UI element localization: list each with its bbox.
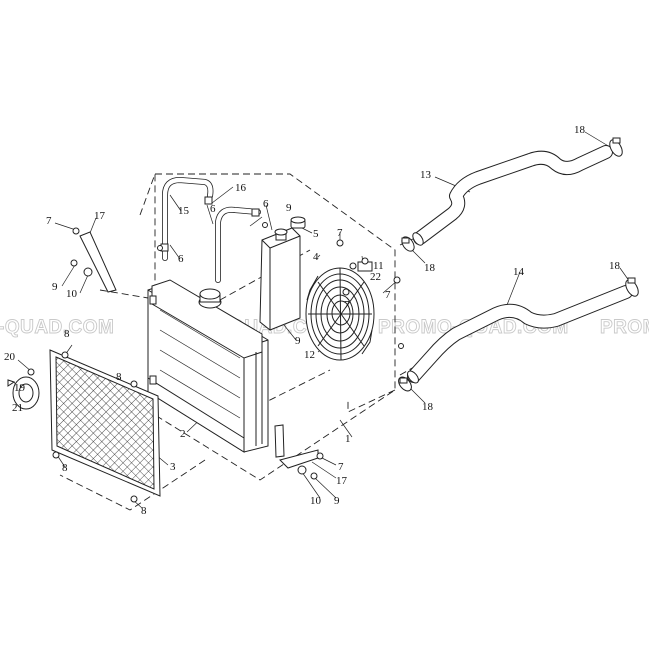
lower-radiator-hose bbox=[407, 285, 633, 384]
callout-8-radiator: 8 bbox=[116, 371, 122, 383]
callout-7-top: 7 bbox=[337, 227, 343, 239]
radiator-grille bbox=[49, 349, 161, 497]
callout-8-grille-top: 8 bbox=[64, 328, 70, 340]
overflow-tubes bbox=[160, 177, 261, 283]
callout-7-fan: 7 bbox=[344, 299, 350, 311]
callout-3: 3 bbox=[170, 461, 176, 473]
radiator-core bbox=[147, 279, 269, 453]
callout-16: 16 bbox=[235, 182, 247, 194]
callout-6-right: 6 bbox=[263, 198, 269, 210]
callout-19: 19 bbox=[14, 382, 26, 394]
fasteners bbox=[27, 222, 404, 503]
mounting-brackets bbox=[79, 231, 319, 469]
callout-15: 15 bbox=[178, 205, 190, 217]
callout-6-left: 6 bbox=[178, 253, 184, 265]
callout-12: 12 bbox=[304, 349, 315, 361]
callout-labels: 1 2 3 4 5 6 6 6 7 7 7 7 7 8 8 8 8 9 9 9 … bbox=[4, 124, 621, 517]
callout-6-middle: 6 bbox=[210, 203, 216, 215]
callout-2: 2 bbox=[180, 428, 186, 440]
callout-20: 20 bbox=[4, 351, 16, 363]
callout-22: 22 bbox=[370, 271, 381, 283]
callout-13: 13 bbox=[420, 169, 432, 181]
callout-9-fan: 9 bbox=[295, 335, 301, 347]
callout-7-right: 7 bbox=[385, 289, 391, 301]
callout-18-lower-hose: 18 bbox=[422, 401, 434, 413]
callout-9-tank: 9 bbox=[286, 202, 292, 214]
callout-18-upper-hose: 18 bbox=[424, 262, 436, 274]
callout-7-lower: 7 bbox=[338, 461, 344, 473]
callout-10-bracket: 10 bbox=[66, 288, 78, 300]
callout-18-top-right: 18 bbox=[574, 124, 586, 136]
callout-8-grille-low: 8 bbox=[62, 462, 68, 474]
watermark-far-right: PROM bbox=[600, 317, 649, 338]
callout-4: 4 bbox=[313, 251, 319, 263]
cooling-fan bbox=[305, 261, 375, 361]
horn-assembly bbox=[7, 376, 40, 410]
callout-8-grille-bottom: 8 bbox=[141, 505, 147, 517]
callout-9-bracket: 9 bbox=[52, 281, 58, 293]
callout-17-upper: 17 bbox=[94, 210, 106, 222]
reservoir-tank bbox=[259, 216, 306, 331]
callout-18-right: 18 bbox=[609, 260, 621, 272]
callout-5: 5 bbox=[313, 228, 319, 240]
callout-10-lower: 10 bbox=[310, 495, 322, 507]
hose-clamps bbox=[398, 137, 639, 392]
callout-11: 11 bbox=[373, 260, 384, 272]
callout-1: 1 bbox=[345, 433, 351, 445]
callout-9-lower: 9 bbox=[334, 495, 340, 507]
callout-17-lower: 17 bbox=[336, 475, 348, 487]
callout-7-bracket: 7 bbox=[46, 215, 52, 227]
watermark-left: -QUAD.COM bbox=[0, 317, 114, 338]
upper-radiator-hose bbox=[412, 145, 613, 246]
callout-21: 21 bbox=[12, 402, 23, 414]
callout-14: 14 bbox=[513, 266, 525, 278]
